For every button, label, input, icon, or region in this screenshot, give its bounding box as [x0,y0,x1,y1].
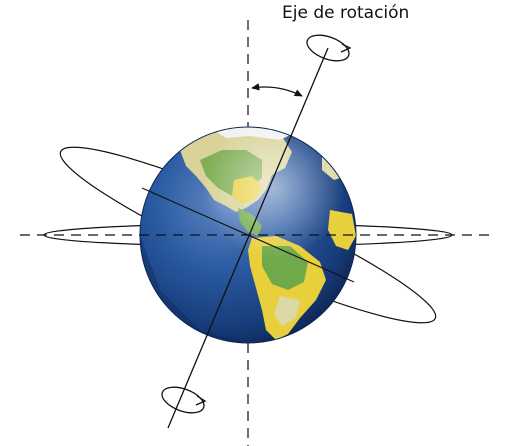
rotation-axis-title: Eje de rotación [282,3,410,23]
top-rotation-indicator [306,34,352,62]
equator-line [141,187,355,283]
tilt-angle-arc [251,83,303,97]
bottom-rotation-indicator [161,386,207,414]
earth-globe [139,126,357,344]
rotation-axis-line [167,47,329,429]
